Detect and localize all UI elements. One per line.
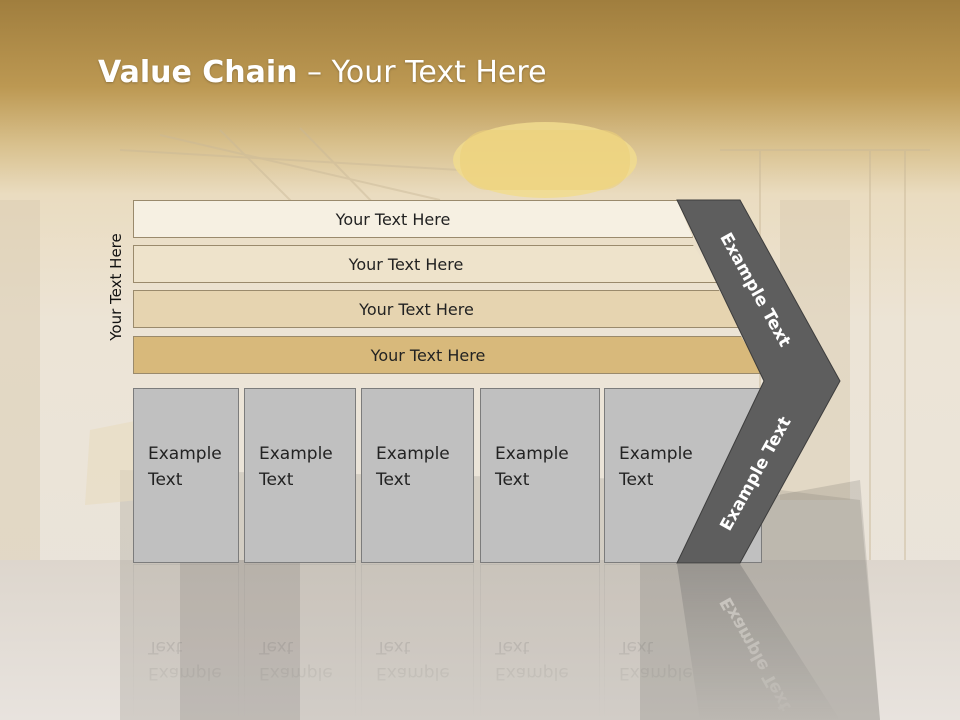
- band-4: Your Text Here: [133, 336, 763, 374]
- box-1-line-2: Text: [148, 470, 183, 490]
- band-2-label: Your Text Here: [348, 254, 464, 274]
- slide-title-bold: Value Chain: [98, 55, 298, 90]
- box-5-line-2: Text: [619, 470, 654, 490]
- box-3-line-2: Text: [376, 470, 411, 490]
- box-5-line-1: Example: [619, 444, 693, 464]
- band-2: Your Text Here: [133, 245, 719, 283]
- box-2-line-2: Text: [259, 470, 294, 490]
- slide-title-rest: – Your Text Here: [297, 55, 547, 90]
- box-3-line-1: Example: [376, 444, 450, 464]
- slide-title: Value Chain – Your Text Here: [98, 52, 547, 94]
- band-3: Your Text Here: [133, 290, 740, 328]
- band-4-label: Your Text Here: [370, 345, 486, 365]
- box-4-line-1: Example: [495, 444, 569, 464]
- chevron-arrow-shape: [676, 199, 841, 564]
- reflection-chevron: Example Text: [677, 564, 840, 720]
- band-1: Your Text Here: [133, 200, 693, 238]
- box-1-line-1: Example: [148, 444, 222, 464]
- band-3-label: Your Text Here: [359, 299, 474, 319]
- box-4-line-2: Text: [495, 470, 530, 490]
- box-2-line-1: Example: [259, 444, 333, 464]
- reflection-chevron-shape: [677, 564, 840, 720]
- band-1-label: Your Text Here: [335, 209, 451, 229]
